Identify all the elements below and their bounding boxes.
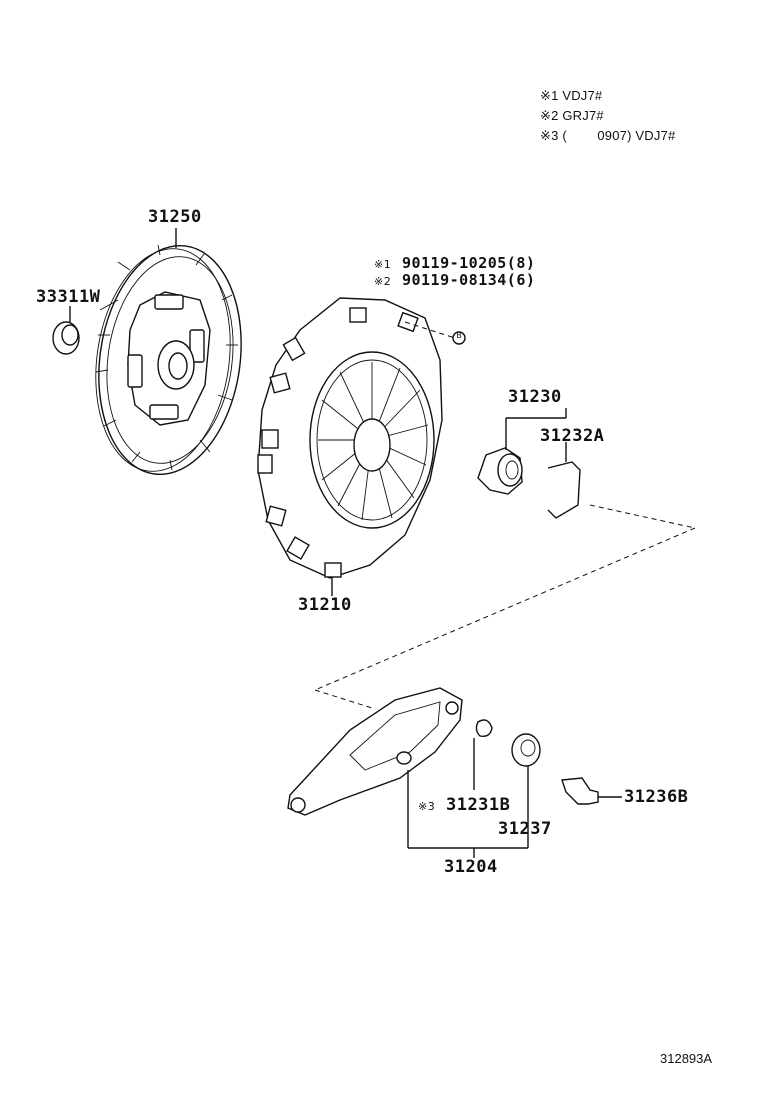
clutch-disc-drawing <box>95 228 242 475</box>
fork-clip-mark: ※3 <box>418 800 436 813</box>
part-label-bearing-clip: 31232A <box>540 426 605 446</box>
reference-code: 312893A <box>660 1051 713 1066</box>
release-bearing-drawing <box>314 408 696 709</box>
part-label-bolt-2: ※2 90119-08134(6) <box>374 270 535 290</box>
pilot-bearing-drawing <box>52 306 80 355</box>
part-label-fork-clip: ※3 31231B <box>418 795 510 815</box>
note-3-text: ( 0907) VDJ7# <box>562 128 676 143</box>
bolt-1-mark: ※1 <box>374 258 392 271</box>
part-label-fork-support: 31236B <box>624 787 689 807</box>
bolt-1-number: 90119-10205(8) <box>401 254 536 272</box>
note-2: ※2 GRJ7# <box>540 108 604 124</box>
note-3-mark: ※3 <box>540 128 559 143</box>
note-1: ※1 VDJ7# <box>540 88 602 104</box>
clutch-cover-drawing <box>257 297 466 596</box>
note-1-text: VDJ7# <box>562 88 603 103</box>
note-1-mark: ※1 <box>540 88 559 103</box>
part-label-release-fork-assy: 31204 <box>444 857 498 877</box>
part-label-cover: 31210 <box>298 595 352 615</box>
bolt-2-mark: ※2 <box>374 275 392 288</box>
part-label-fork-boot: 31237 <box>498 819 552 839</box>
note-3: ※3 ( 0907) VDJ7# <box>540 128 675 144</box>
release-fork-drawing <box>287 687 622 858</box>
part-label-pilot-bearing: 33311W <box>36 287 101 307</box>
note-2-text: GRJ7# <box>562 108 604 123</box>
fork-clip-number: 31231B <box>445 795 511 815</box>
part-label-release-bearing: 31230 <box>508 387 562 407</box>
part-label-bolt-1: ※1 90119-10205(8) <box>374 253 535 273</box>
part-label-disc: 31250 <box>148 207 202 227</box>
note-2-mark: ※2 <box>540 108 559 123</box>
bolt-symbol: B <box>456 331 462 340</box>
bolt-2-number: 90119-08134(6) <box>401 271 536 289</box>
